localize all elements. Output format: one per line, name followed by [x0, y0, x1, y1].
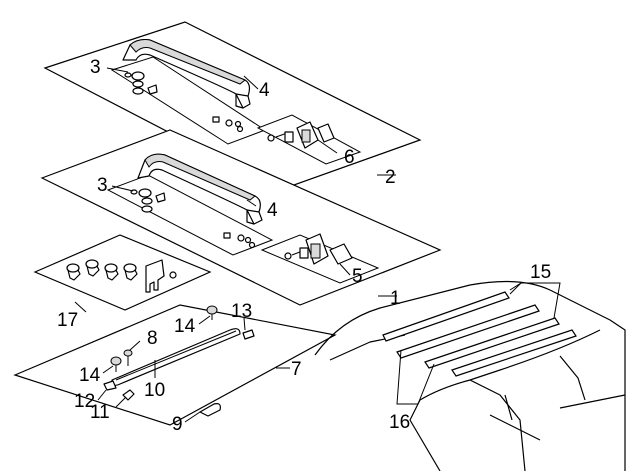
roof-rail-molding-part-15-16	[382, 291, 577, 377]
callout-11: 11	[90, 402, 110, 423]
clip-part-9	[199, 403, 221, 417]
bracket-part-6	[267, 121, 335, 149]
hardware-part-3-bottom	[130, 188, 256, 249]
callout-6: 6	[344, 147, 355, 168]
kit-panel-7	[13, 304, 337, 426]
callout-4-top: 4	[259, 80, 270, 101]
callout-4-bottom: 4	[267, 200, 278, 221]
callout-15: 15	[530, 262, 551, 283]
callout-14-lower: 14	[79, 365, 101, 386]
callout-13: 13	[231, 301, 252, 322]
callout-9: 9	[172, 414, 183, 435]
callout-labels: 3 4 6 2 3 4 5 1 17 13 14 8 7 14 10 12 11…	[57, 57, 551, 435]
hardware-part-3-top	[124, 71, 244, 133]
fastener-set-part-17	[66, 259, 177, 293]
clips-part-14-8-13	[103, 305, 255, 401]
callout-3-bottom: 3	[97, 175, 108, 196]
callout-17: 17	[57, 310, 78, 331]
callout-3-top: 3	[90, 57, 101, 78]
vehicle-roof	[314, 280, 626, 471]
callout-5: 5	[352, 266, 363, 287]
callout-14-upper: 14	[174, 316, 196, 337]
callout-8: 8	[147, 328, 158, 349]
kit-panel-17	[33, 234, 212, 311]
callout-2: 2	[385, 167, 396, 188]
crossbar-part-4-top	[122, 38, 251, 109]
callout-16: 16	[389, 412, 410, 433]
callout-10: 10	[144, 380, 165, 401]
leader-lines	[74, 67, 561, 423]
kit-panel-2	[43, 21, 422, 191]
kit-panel-1	[40, 129, 442, 306]
crossbar-part-4-bottom	[137, 153, 263, 225]
callout-1: 1	[390, 288, 401, 309]
bracket-part-5	[284, 233, 353, 265]
callout-7: 7	[291, 359, 302, 380]
callout-12: 12	[74, 391, 95, 412]
